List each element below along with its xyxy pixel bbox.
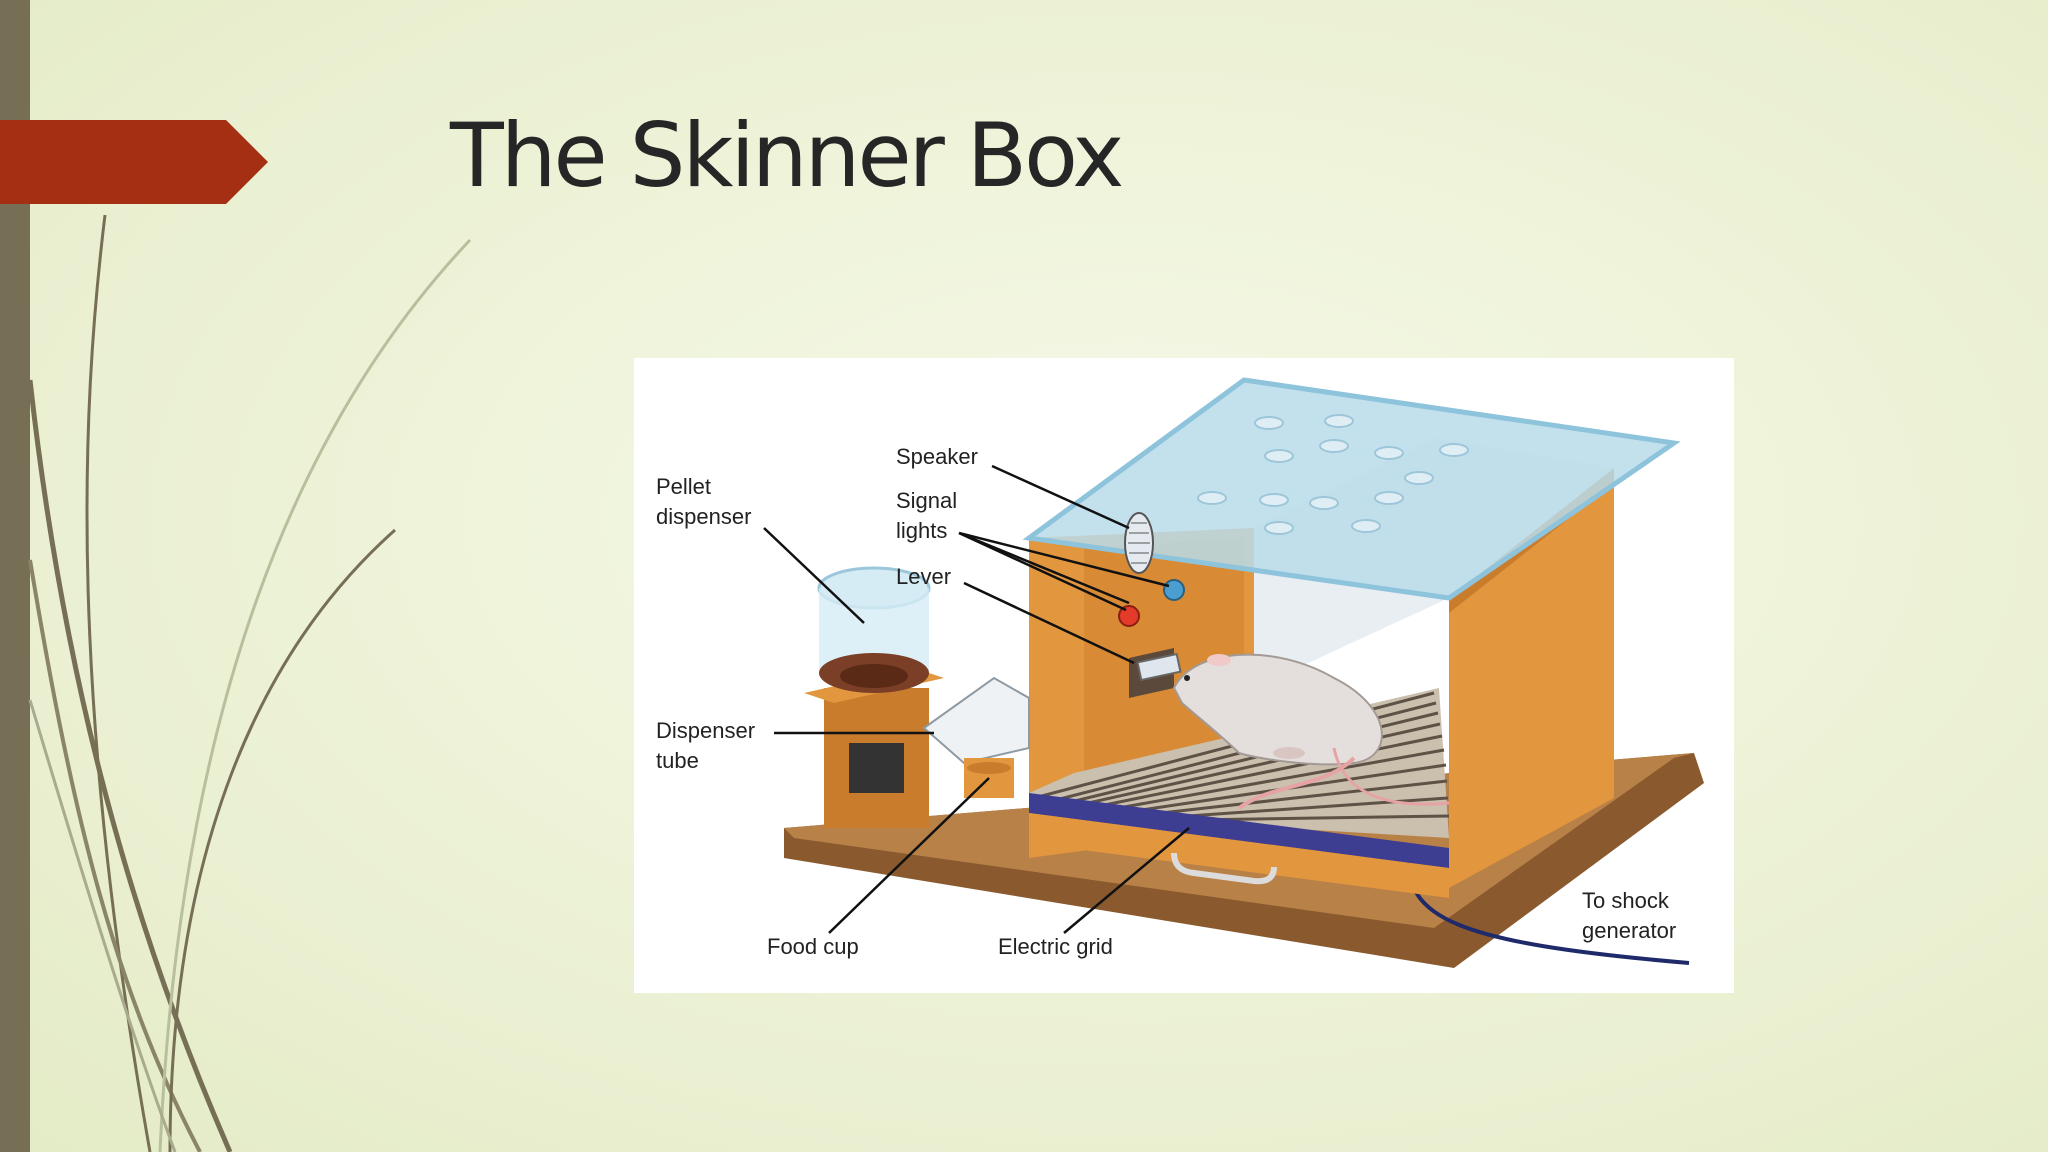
leader-lines	[763, 464, 1190, 934]
label-speaker: Speaker	[896, 444, 978, 469]
drawer	[1029, 813, 1449, 898]
label-food-cup: Food cup	[767, 934, 859, 959]
lever	[1129, 648, 1182, 698]
electric-strip	[1029, 793, 1449, 868]
rat	[1172, 653, 1450, 810]
label-lights: lights	[896, 518, 947, 543]
air-holes	[1197, 414, 1469, 535]
label-shock-1: To shock	[1582, 888, 1670, 913]
signal-light-red	[1118, 605, 1140, 627]
glass-top	[1029, 380, 1674, 598]
slide-title: The Skinner Box	[450, 104, 1124, 207]
label-dispenser-tube-2: tube	[656, 748, 699, 773]
signal-light-blue	[1163, 579, 1185, 601]
decorative-swooshes	[27, 214, 472, 1152]
label-pellet: Pellet	[656, 474, 711, 499]
label-dispenser-tube-1: Dispenser	[656, 718, 755, 743]
speaker	[1124, 512, 1154, 574]
label-signal: Signal	[896, 488, 957, 513]
label-shock-2: generator	[1582, 918, 1676, 943]
title-accent-tab	[0, 120, 268, 204]
label-dispenser: dispenser	[656, 504, 751, 529]
dispenser-tube	[922, 676, 1030, 765]
label-electric-grid: Electric grid	[998, 934, 1113, 959]
pellet-dispenser	[804, 566, 944, 828]
skinner-box-diagram: Speaker Signal lights Lever Pellet dispe…	[634, 358, 1734, 993]
label-lever: Lever	[896, 564, 951, 589]
drawer-handle	[1171, 852, 1277, 885]
